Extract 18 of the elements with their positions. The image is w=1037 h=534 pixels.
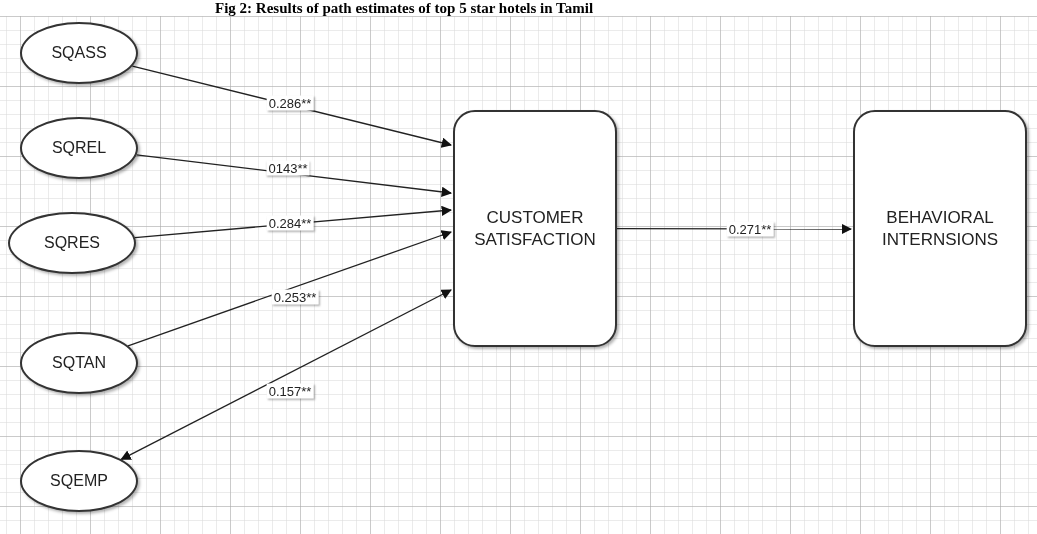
node-label: SQREL (51, 138, 107, 158)
edge-label: 0143** (266, 160, 310, 176)
node-label: SQTAN (52, 353, 106, 373)
edge-label: 0.157** (266, 383, 314, 399)
node-label: BEHAVIORAL INTERNSIONS (880, 206, 1000, 251)
edge-label: 0.253** (271, 289, 319, 305)
node-label: SQRES (44, 233, 100, 253)
edge-label: 0.286** (266, 95, 314, 111)
edge-label: 0.271** (726, 221, 774, 237)
figure-title: Fig 2: Results of path estimates of top 5 star hotels in Tamil (215, 0, 594, 16)
node-label: SQEMP (50, 471, 108, 491)
edge-label: 0.284** (266, 215, 314, 231)
arrow (127, 230, 452, 347)
node-label: CUSTOMER SATISFACTION (473, 206, 597, 251)
construct-box (853, 110, 1027, 347)
node-label: SQASS (51, 43, 107, 63)
arrow (120, 289, 452, 461)
construct-box (453, 110, 617, 347)
